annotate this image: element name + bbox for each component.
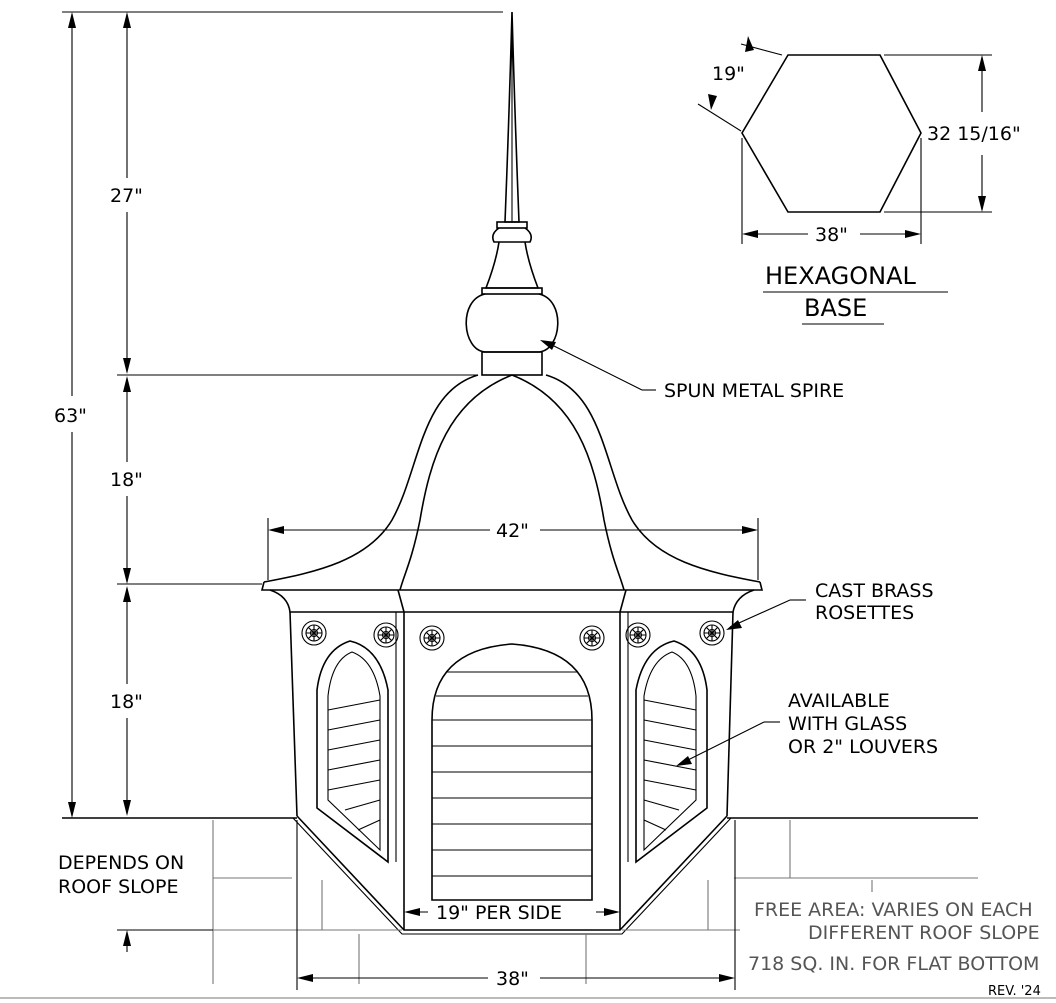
per-side-label: 19" PER SIDE [436,902,562,924]
total-height-dimension [62,11,503,818]
hex-width-label: 38" [815,224,848,246]
louvers-callout-line3: OR 2" LOUVERS [788,736,938,758]
total-height-label: 63" [54,405,87,427]
louvers-callout-leader [676,721,780,766]
spire-callout-leader [540,340,656,391]
roof-height-dimension [117,376,262,585]
left-louver-panel [316,640,389,864]
center-louver-panel [431,643,593,901]
hex-title-line2: BASE [804,294,867,322]
spire-height-label: 27" [110,185,143,207]
rosette-icon [301,620,327,646]
bottom-width-dimension [296,820,736,990]
per-side-dimension [404,908,620,916]
roof-surface [0,817,1056,999]
spire-callout-label: SPUN METAL SPIRE [664,380,844,402]
hex-side-label: 19" [712,63,745,85]
roof-width-label: 42" [496,520,529,542]
rosette-icon [373,622,399,648]
rosette-icon [579,625,605,651]
louvers-callout-line1: AVAILABLE [788,690,890,712]
roof-height-label: 18" [110,469,143,491]
free-area-note-line1: FREE AREA: VARIES ON EACH [754,899,1033,921]
cupola-base-body [289,589,734,935]
flat-bottom-note: 718 SQ. IN. FOR FLAT BOTTOM [748,953,1039,975]
roof-slope-note-line1: DEPENDS ON [58,852,184,874]
rosette-icon [625,622,651,648]
rosettes-callout-leader [726,599,806,630]
rosette-icon [419,625,445,651]
bottom-width-label: 38" [496,968,529,990]
hexagon-base-detail [697,36,992,244]
rosette-icon [699,620,725,646]
louvers-callout-line2: WITH GLASS [788,713,907,735]
bell-roof [260,374,764,613]
free-area-note-line2: DIFFERENT ROOF SLOPE [808,922,1040,944]
hex-depth-label: 32 15/16" [927,123,1021,145]
roof-slope-dimension [117,929,213,952]
roof-slope-note-line2: ROOF SLOPE [58,876,178,898]
right-louver-panel [635,640,708,864]
rosettes-callout-line2: ROSETTES [815,602,914,624]
hex-title-line1: HEXAGONAL [765,262,917,290]
rosettes-callout-line1: CAST BRASS [815,580,934,602]
spun-metal-spire [465,11,559,376]
spire-height-dimension [117,12,478,376]
revision-label: REV. '24 [988,984,1041,999]
base-height-dimension [123,586,131,816]
base-height-label: 18" [110,691,143,713]
roof-width-dimension [267,518,759,580]
